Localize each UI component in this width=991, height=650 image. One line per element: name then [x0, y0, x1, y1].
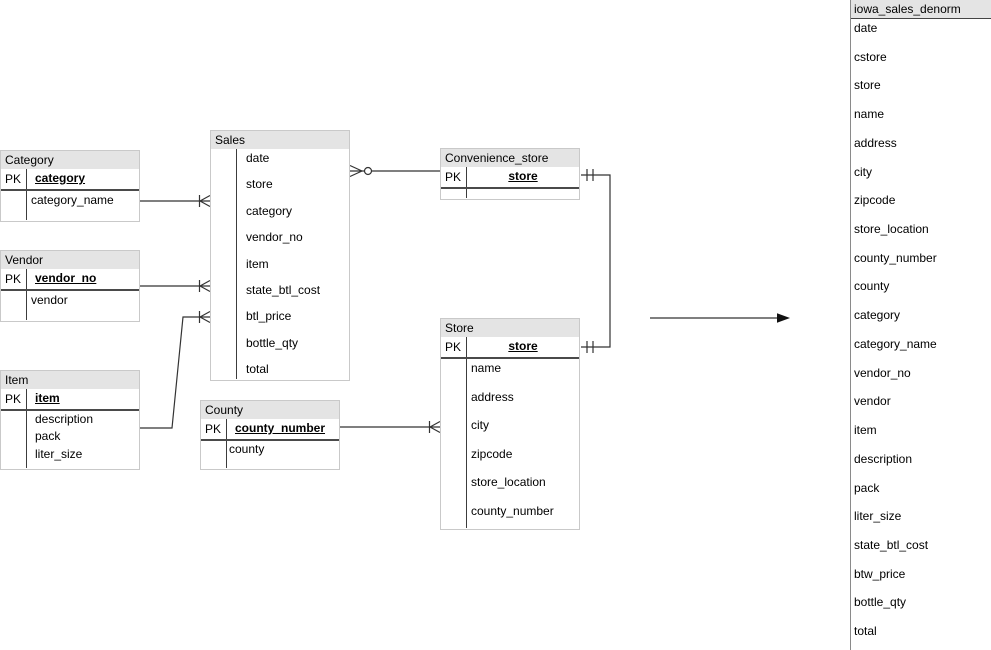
field-row: category: [854, 308, 901, 323]
pk-divider: [236, 149, 237, 379]
entity-item[interactable]: Item PK item description pack liter_size: [0, 370, 140, 470]
entity-convenience-store[interactable]: Convenience_store PK store: [440, 148, 580, 200]
field-row: date: [854, 21, 878, 35]
entity-county[interactable]: County PK county_number county: [200, 400, 340, 470]
field-row: city: [854, 164, 872, 179]
field-row: item: [854, 423, 877, 438]
field-row: store: [854, 78, 881, 93]
field-row: vendor: [854, 394, 891, 409]
field-row: name: [471, 361, 502, 375]
pk-row: PK store: [441, 337, 579, 359]
field-row: liter_size: [854, 509, 902, 524]
pk-label: PK: [5, 392, 22, 406]
pk-divider: [466, 337, 467, 528]
field-list: date cstore store name address city zipcode sto…: [851, 19, 991, 650]
pk-row: PK store: [441, 167, 579, 189]
field-row: state_btl_cost: [246, 282, 321, 297]
field-row: total: [246, 362, 269, 377]
field-row: county: [229, 442, 265, 456]
relation-convenience-store-store[interactable]: [581, 169, 611, 353]
pk-label: PK: [445, 340, 462, 354]
relation-category-sales[interactable]: [140, 194, 211, 208]
entity-store[interactable]: Store PK store name address city zipcode sto…: [440, 318, 580, 530]
relation-vendor-sales[interactable]: [140, 279, 211, 293]
field-row: pack: [854, 480, 880, 495]
pk-row: PK vendor_no: [1, 269, 139, 291]
pk-divider: [26, 269, 27, 320]
pk-field: category: [35, 171, 86, 185]
field-row: description: [35, 412, 94, 426]
pk-field: county_number: [235, 421, 326, 435]
pk-row: PK item: [1, 389, 139, 411]
pk-divider: [26, 389, 27, 468]
entity-category[interactable]: Category PK category category_name: [0, 150, 140, 222]
pk-divider: [226, 419, 227, 468]
pk-divider: [466, 167, 467, 198]
field-row: description: [854, 451, 913, 466]
pk-divider: [26, 169, 27, 220]
field-row: liter_size: [35, 446, 83, 461]
entity-title: Store: [441, 319, 579, 337]
entity-title: Vendor: [1, 251, 139, 269]
field-row: store_location: [471, 475, 546, 490]
field-row: zipcode: [471, 446, 513, 461]
field-row: zipcode: [854, 193, 896, 208]
pk-field: store: [508, 339, 538, 353]
field-row: bottle_qty: [246, 335, 299, 350]
pk-field: store: [508, 169, 538, 183]
entity-vendor[interactable]: Vendor PK vendor_no vendor: [0, 250, 140, 322]
field-row: item: [246, 256, 269, 271]
pk-field: item: [35, 391, 60, 405]
pk-label: PK: [5, 272, 22, 286]
field-row: vendor_no: [246, 230, 303, 245]
field-row: state_btl_cost: [854, 537, 929, 552]
field-row: bottle_qty: [854, 595, 907, 610]
entity-title: iowa_sales_denorm: [851, 0, 991, 19]
field-row: city: [471, 418, 489, 433]
field-row: store: [246, 177, 273, 192]
field-row: date: [246, 151, 270, 165]
pk-label: PK: [5, 172, 22, 186]
relation-county-store[interactable]: [340, 420, 441, 434]
field-row: total: [854, 624, 877, 639]
field-row: category: [246, 203, 293, 218]
field-row: address: [471, 389, 514, 404]
field-row: pack: [35, 429, 61, 444]
field-row: vendor: [31, 293, 68, 307]
field-row: county: [854, 279, 890, 294]
field-list: category_name: [1, 191, 139, 209]
entity-title: Sales: [211, 131, 349, 149]
field-row: store_location: [854, 222, 929, 237]
field-row: name: [854, 107, 885, 122]
field-row: vendor_no: [854, 365, 911, 380]
field-row: category_name: [31, 193, 114, 207]
field-row: county_number: [471, 503, 554, 518]
relation-item-sales[interactable]: [140, 310, 211, 429]
field-list: description pack liter_size: [1, 411, 139, 463]
entity-title: County: [201, 401, 339, 419]
field-row: btw_price: [854, 566, 906, 581]
entity-title: Convenience_store: [441, 149, 579, 167]
pk-row: PK category: [1, 169, 139, 191]
field-row: cstore: [854, 49, 887, 64]
field-row: county_number: [854, 250, 937, 265]
field-row: address: [854, 135, 897, 150]
pk-field: vendor_no: [35, 271, 97, 285]
pk-row: PK county_number: [201, 419, 339, 441]
relation-sales-convenience-store[interactable]: [349, 164, 440, 178]
pk-label: PK: [445, 170, 462, 184]
entity-title: Item: [1, 371, 139, 389]
pk-label: PK: [205, 422, 222, 436]
field-list: county: [201, 441, 339, 457]
field-list: vendor: [1, 291, 139, 309]
entity-iowa-sales-denorm[interactable]: iowa_sales_denorm date cstore store name add…: [850, 0, 991, 650]
field-row: btl_price: [246, 309, 292, 324]
denormalization-arrow[interactable]: [650, 313, 790, 323]
entity-title: Category: [1, 151, 139, 169]
field-row: category_name: [854, 336, 937, 351]
